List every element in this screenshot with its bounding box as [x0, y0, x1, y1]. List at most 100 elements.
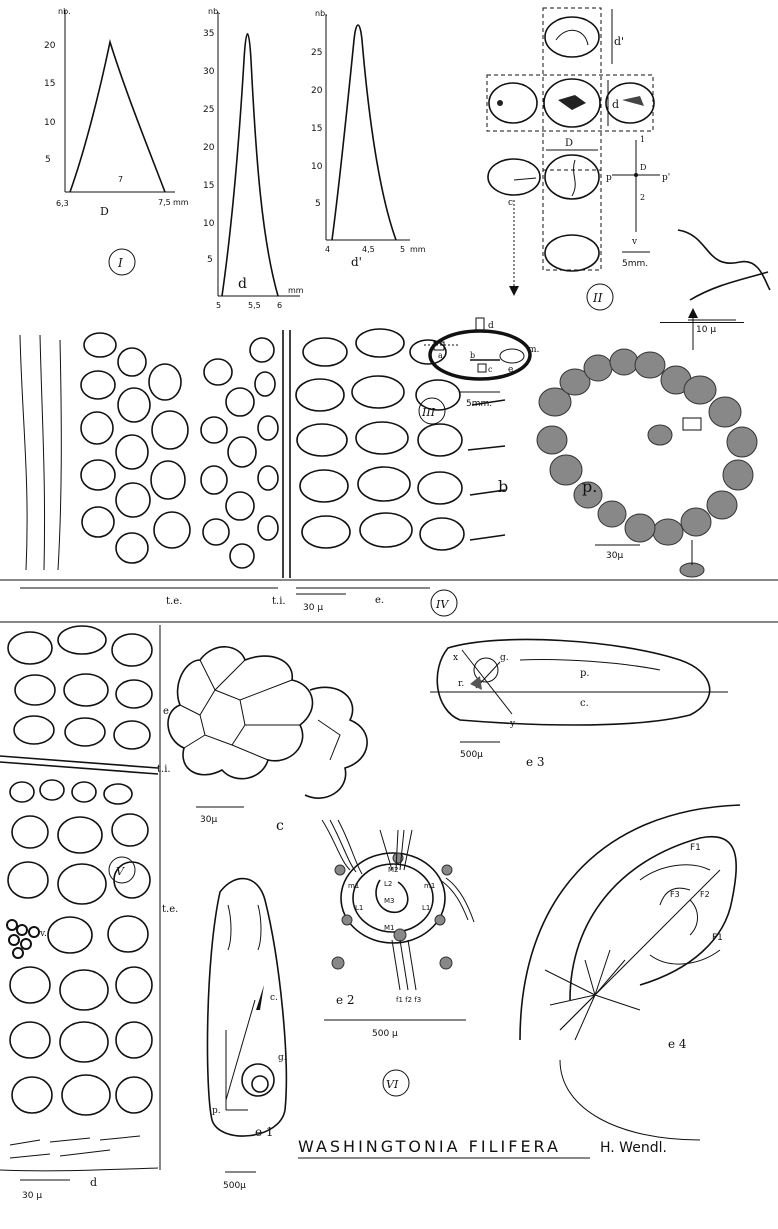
graph-d-curve [222, 34, 278, 296]
label-e2-M3: M3 [384, 897, 395, 905]
figure-IV-tissue: b p. 30μ [0, 329, 778, 622]
graph-d-prime-ytick: 25 [311, 48, 322, 58]
graph-d-xtick: 5,5 [248, 301, 261, 310]
graph-d-prime-x-unit: mm [410, 245, 426, 254]
graph-D-y-unit: nb. [58, 7, 71, 16]
e4-F1-bottom [650, 950, 720, 964]
figure-e3: x g. r. y p. c. 500μ e 3 [430, 639, 728, 769]
label-e4-F1-top: F1 [690, 843, 701, 853]
numeral-V: V [116, 865, 125, 878]
label-e2-M1: M1 [384, 924, 395, 932]
label-p: p [606, 173, 612, 183]
e2-f-lines [392, 940, 416, 990]
label-p-prime: p' [662, 173, 670, 183]
graph-D-ytick: 10 [44, 118, 56, 128]
graph-d-y-unit: nb. [208, 7, 221, 16]
scale-label-IV: 30 μ [303, 603, 323, 613]
outer-edge-V [0, 1168, 158, 1171]
graph-d-ytick: 10 [203, 219, 215, 229]
graph-D-xtick: 7,5 [158, 198, 171, 207]
figure-e1: c. g. p. e 1 500μ [207, 879, 286, 1191]
graph-D-ytick: 15 [44, 79, 55, 89]
label-IV-b: p. [582, 477, 597, 496]
seed-raphe [558, 95, 586, 110]
label-e2: e 2 [336, 993, 355, 1007]
graph-d-prime-curve [332, 25, 396, 240]
label-d-prime: d' [614, 35, 624, 48]
graph-d-prime-y-unit: nb. [315, 9, 328, 18]
label-e4-F1-bottom: F1 [712, 933, 723, 943]
graph-D-curve [70, 42, 165, 192]
label-e2-m1-left: m1 [348, 882, 359, 890]
graph-d-var: d [238, 276, 247, 292]
label-e3-c: c. [580, 698, 589, 709]
label-V-c: c [276, 818, 284, 834]
graph-d-prime-var: d' [351, 255, 362, 269]
label-e3-r: r. [458, 679, 464, 689]
label-IV-a: b [498, 477, 508, 496]
graph-d-xtick: 6 [277, 301, 282, 310]
detail-wall-1 [678, 230, 770, 290]
scale-label-IV-b: 30μ [606, 551, 623, 561]
label-e3-y: y [509, 719, 516, 729]
seed-top-view [545, 17, 599, 57]
scale-label-10: 10 μ [696, 325, 716, 335]
scale-label-e2: 500 μ [372, 1029, 398, 1039]
plate-title: WASHINGTONIA FILIFERA [298, 1137, 561, 1156]
graph-d-ytick: 25 [203, 105, 214, 115]
e4-body [570, 837, 736, 1000]
label-V-v: v. [39, 929, 47, 939]
detail-wall-2 [690, 272, 768, 300]
figure-III-section: d a b c m. e 5mm. III [419, 318, 540, 424]
graph-d-prime-ytick: 10 [311, 162, 323, 172]
label-1: 1 [640, 135, 645, 144]
numeral-II: II [592, 291, 603, 305]
graph-d-prime-ytick: 20 [311, 86, 323, 96]
tegument-line [58, 340, 61, 570]
scale-label-V: 30 μ [22, 1191, 42, 1201]
seed-dorsal-view [545, 155, 599, 199]
seed-right-mark [622, 96, 644, 106]
graph-d-ytick: 30 [203, 67, 215, 77]
tegument-line [40, 335, 45, 570]
seed-left-view [489, 83, 537, 123]
label-e1: e 1 [255, 1125, 274, 1139]
label-III-e: e [508, 365, 513, 375]
label-e1-g: g. [278, 1053, 287, 1063]
endosperm-cells [296, 329, 505, 550]
graph-D-xtick: 7 [118, 175, 123, 184]
numeral-VI: VI [386, 1078, 399, 1091]
graph-D-x-unit: mm [173, 198, 189, 207]
e1-mark [256, 985, 264, 1010]
label-v: v [631, 237, 638, 247]
tegument-line [20, 335, 27, 570]
label-d: d [612, 98, 619, 111]
axis-origin [634, 173, 638, 177]
graph-d-x-unit: mm [288, 286, 304, 295]
embryo-m [500, 349, 524, 363]
e1-inner [228, 905, 261, 950]
graph-D-var: D [100, 205, 109, 218]
label-e3: e 3 [526, 755, 545, 769]
figure-II-seed-views: d' d D c p p' 1 2 D v 5mm. II [487, 8, 670, 310]
label-e2-f: f1 f2 f3 [396, 996, 421, 1004]
seed-section-c [488, 159, 540, 195]
vascular-bundle-V [7, 920, 39, 958]
seed-bottom-view [545, 235, 599, 271]
graph-d-ytick: 15 [203, 181, 214, 191]
seed-section-line [514, 178, 536, 180]
label-IV-te: t.e. [166, 596, 182, 607]
graph-d-prime-xtick: 4 [325, 245, 330, 254]
label-e2-L2: L2 [384, 880, 392, 888]
graph-d-prime: nb. 5 10 15 20 25 4 4,5 5 mm d' [311, 9, 426, 269]
graph-D-ytick: 20 [44, 41, 56, 51]
label-V-te: t.e. [162, 904, 178, 915]
e1-diagonal [226, 1000, 255, 1100]
figure-V-tissue: e. t.i. [0, 625, 178, 1201]
scale-label-e3: 500μ [460, 750, 483, 760]
graph-d-ytick: 20 [203, 143, 215, 153]
graph-d-prime-xtick: 5 [400, 245, 405, 254]
e4-F1-top [640, 865, 710, 880]
scale-label-II: 5mm. [622, 259, 648, 269]
